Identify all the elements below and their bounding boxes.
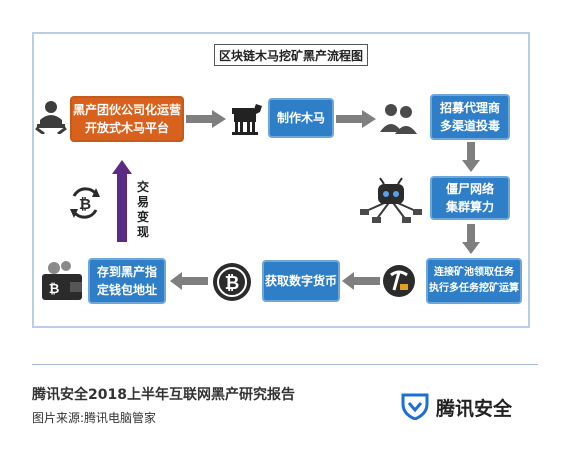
svg-text:₿: ₿	[79, 195, 91, 213]
node-trojan-platform-line2: 开放式木马平台	[84, 121, 169, 135]
node-mining-tasks-line1: 连接矿池领取任务	[434, 267, 514, 278]
node-recruit-distribute: 招募代理商 多渠道投毒	[430, 94, 510, 140]
node-get-digital-currency-label: 获取数字货币	[264, 274, 337, 288]
node-mining-tasks: 连接矿池领取任务 执行多任务挖矿运算	[426, 258, 522, 304]
svg-text:₿: ₿	[49, 282, 60, 297]
node-trojan-platform-line1: 黑产团伙公司化运营	[72, 103, 181, 117]
cashout-char-3: 变	[136, 210, 149, 224]
node-mining-tasks-line2: 执行多任务挖矿运算	[429, 283, 519, 294]
bitcoin-wallet-icon: ₿	[42, 261, 82, 300]
node-wallet-address-line1: 存到黑产指	[96, 265, 157, 279]
hacker-icon	[35, 101, 67, 134]
arrow-platform-to-trojan	[186, 110, 226, 128]
arrow-cashout-up	[112, 160, 132, 242]
arrow-distribute-to-botnet	[462, 142, 480, 172]
arrow-trojan-to-agents	[336, 110, 376, 128]
footer-divider	[32, 364, 538, 365]
node-trojan-platform: 黑产团伙公司化运营 开放式木马平台	[70, 96, 184, 142]
node-botnet-line2: 集群算力	[445, 200, 494, 214]
node-botnet: 僵尸网络 集群算力	[430, 176, 510, 220]
bitcoin-cycle-icon: ₿	[70, 187, 100, 219]
node-recruit-distribute-line1: 招募代理商	[439, 101, 500, 115]
node-get-digital-currency: 获取数字货币	[262, 260, 340, 302]
arrow-botnet-to-tasks	[462, 224, 480, 254]
cashout-char-2: 易	[136, 195, 149, 209]
bitcoin-coin-icon: ₿	[213, 263, 251, 301]
arrow-coin-to-wallet	[170, 272, 208, 290]
report-title: 腾讯安全2018上半年互联网黑产研究报告	[32, 387, 295, 403]
brand-name: 腾讯安全	[436, 398, 513, 420]
trojan-horse-icon	[232, 104, 262, 135]
node-make-trojan: 制作木马	[268, 98, 334, 138]
node-wallet-address-line2: 定钱包地址	[96, 283, 157, 297]
agents-group-icon	[380, 104, 417, 134]
image-source: 图片来源:腾讯电脑管家	[32, 411, 157, 425]
arrow-tasks-to-coin	[342, 272, 380, 290]
node-recruit-distribute-line2: 多渠道投毒	[439, 119, 500, 133]
node-wallet-address: 存到黑产指 定钱包地址	[88, 258, 166, 304]
botnet-robot-icon	[360, 177, 422, 223]
tencent-security-shield-icon	[401, 393, 429, 420]
cashout-char-4: 现	[136, 225, 149, 239]
cashout-char-1: 交	[136, 180, 149, 194]
pickaxe-mining-icon	[383, 265, 415, 297]
cashout-label: 交 易 变 现	[135, 180, 151, 240]
node-botnet-line1: 僵尸网络	[445, 182, 494, 196]
svg-text:₿: ₿	[225, 273, 240, 294]
diagram-title: 区块链木马挖矿黑产流程图	[214, 44, 368, 66]
node-make-trojan-label: 制作木马	[276, 111, 325, 125]
